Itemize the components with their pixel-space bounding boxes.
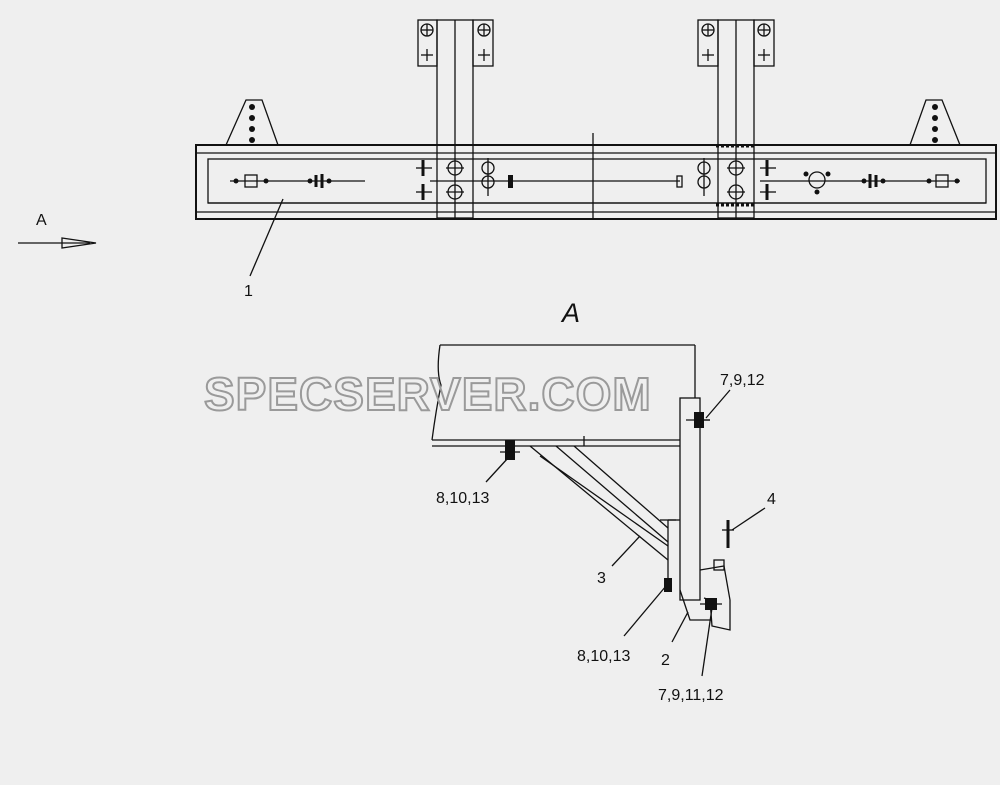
leader-bolts-top: [705, 389, 731, 419]
view-arrow-label: A: [36, 212, 47, 229]
watermark: SPECSERVER.COM: [204, 368, 652, 420]
callout-bracket: 2: [661, 652, 670, 669]
detail-strut: [529, 436, 676, 561]
callout-bolts-bottom: 7,9,11,12: [658, 687, 724, 704]
leader-strut: [611, 535, 641, 567]
leader-beam: [249, 198, 284, 277]
leader-clip: [731, 507, 766, 531]
view-arrow: [18, 237, 97, 249]
leader-bracket: [671, 611, 689, 643]
callout-fasteners-lower: 8,10,13: [577, 648, 630, 665]
leader-bolts-bottom: [701, 607, 713, 677]
detail-view-title: A: [560, 298, 580, 328]
detail-fasteners: [500, 412, 734, 610]
callout-strut: 3: [597, 570, 606, 587]
leader-fasteners-lower: [623, 585, 667, 637]
right-upright: [697, 19, 775, 219]
right-gusset: [909, 99, 961, 146]
callout-fasteners-beam: 8,10,13: [436, 490, 489, 507]
callout-beam: 1: [244, 283, 253, 300]
main-beam-view: [195, 133, 997, 220]
left-gusset: [225, 99, 279, 146]
leader-fasteners-beam: [485, 457, 509, 483]
beam-hardware: [233, 158, 960, 200]
detail-bracket: [667, 397, 731, 631]
callout-bolts-top: 7,9,12: [720, 372, 765, 389]
left-upright: [417, 19, 494, 219]
callout-clip: 4: [767, 491, 776, 508]
